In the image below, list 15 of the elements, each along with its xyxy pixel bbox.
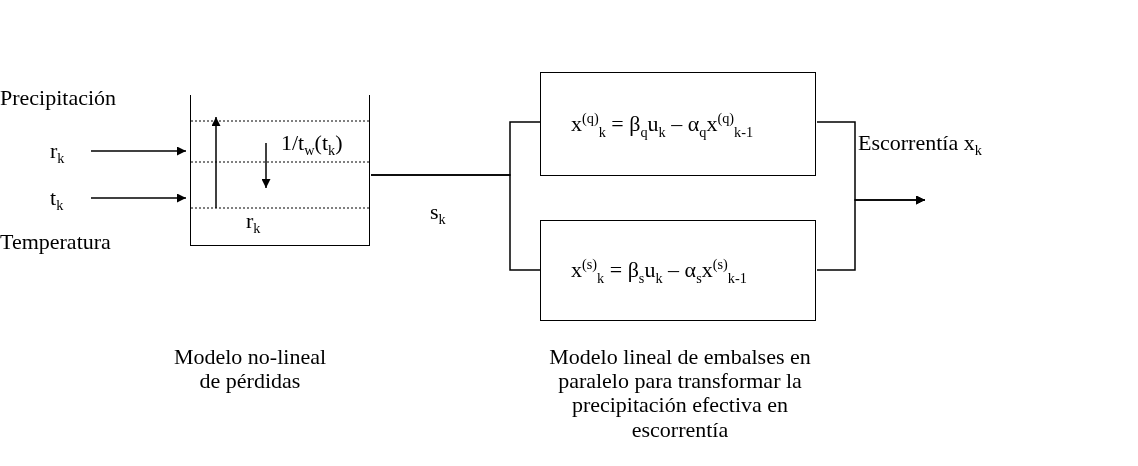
rate-label: 1/t$_{w}$(t$_{k}$): [281, 131, 343, 160]
model-box: [540, 220, 816, 321]
rate-label: r$_{k}$: [246, 209, 261, 238]
variable-name: Precipitación: [0, 86, 117, 111]
connector: [90, 146, 187, 156]
variable-label: t$_{k}$: [50, 186, 64, 215]
variable-name: Temperatura: [0, 230, 111, 255]
variable-label: r$_{k}$: [50, 139, 65, 168]
connector: [816, 195, 926, 271]
model-box: [540, 72, 816, 176]
connector: [370, 174, 541, 271]
model-caption: Modelo no-lineal de pérdidas: [172, 345, 328, 394]
model-caption: Modelo lineal de embalses en paralelo para transformar la precipitación efectiva en escorrentía: [548, 345, 812, 442]
reservoir-tank: [190, 95, 370, 246]
connector: [90, 193, 187, 203]
